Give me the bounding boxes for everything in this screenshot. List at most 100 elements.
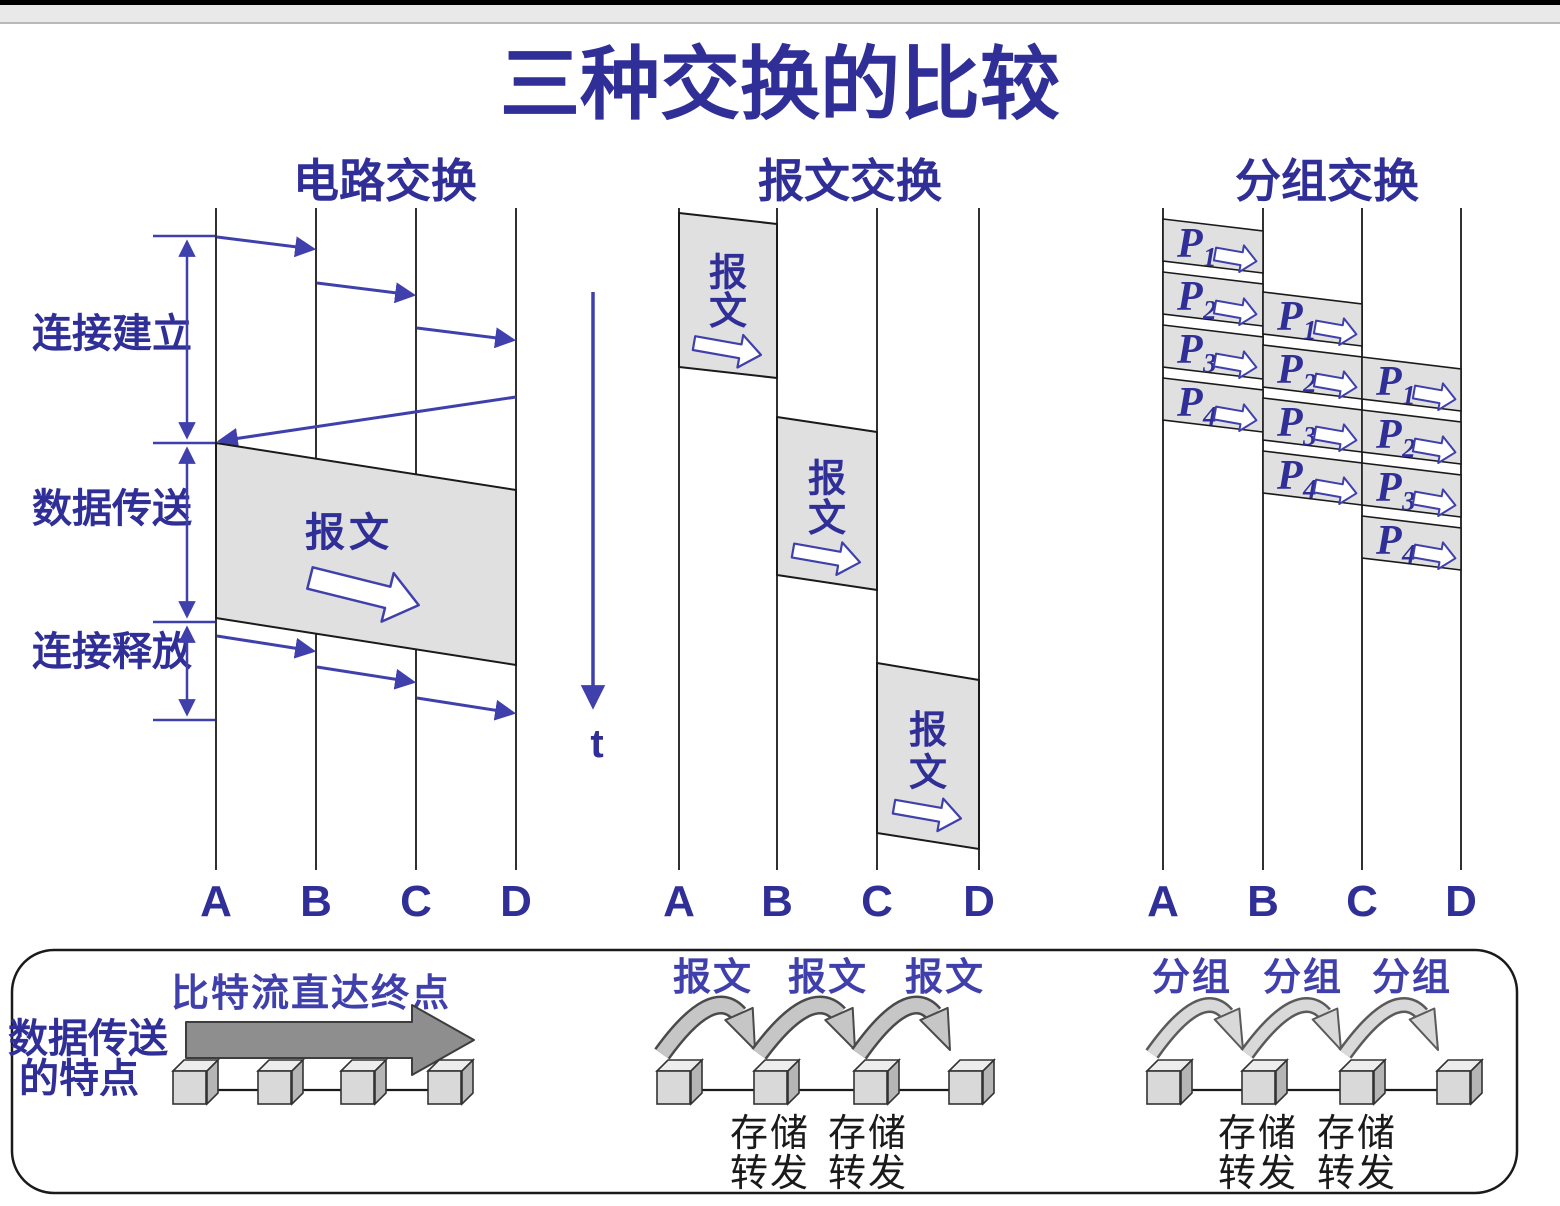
top-black-bar [0, 0, 1560, 5]
node-cube-side [1373, 1058, 1386, 1106]
store-forward-label-line1: 存储 [1317, 1113, 1397, 1155]
characteristics-panel [10, 948, 1519, 1195]
node-cube-side [461, 1058, 474, 1106]
packet-label-subscript: 4 [1202, 401, 1217, 431]
store-forward-label-line1: 存储 [1218, 1113, 1298, 1155]
packet-label: P [1176, 274, 1203, 320]
packet-label-subscript: 4 [1302, 474, 1317, 504]
hop-caption: 报文 [905, 957, 985, 999]
message-arrow-icon [306, 566, 420, 623]
store-forward-label-line2: 转发 [730, 1153, 810, 1195]
packet-arrow-icon [1212, 297, 1258, 326]
packet-label: P [1375, 518, 1402, 564]
packet-arrow-icon [1212, 244, 1258, 273]
node-cube-side [982, 1058, 995, 1106]
node-cube-side [690, 1058, 703, 1106]
node-label: A [200, 877, 232, 926]
hop-arrowhead-icon [1311, 1007, 1342, 1051]
packet-label: P [1375, 412, 1402, 458]
packet-label: P [1375, 465, 1402, 511]
node-cube-side [1470, 1058, 1483, 1106]
hop-arrow-icon [1147, 999, 1232, 1058]
hop-arrowhead-icon [1408, 1007, 1439, 1051]
node-cube [1436, 1070, 1471, 1105]
node-cube-side [1275, 1058, 1288, 1106]
packet-arrow-icon [1212, 403, 1258, 432]
signal-arrow [316, 281, 417, 304]
packet-label: P [1276, 294, 1303, 340]
circuit-message-label: 报文 [305, 511, 393, 555]
hop-caption: 报文 [788, 957, 868, 999]
node-label: C [861, 877, 893, 926]
node-label: D [1445, 877, 1477, 926]
node-cube-side [1180, 1058, 1193, 1106]
packet-arrow-icon [1312, 317, 1358, 346]
hop-arrowhead-icon [919, 1006, 951, 1051]
message-arrow-icon [691, 333, 763, 369]
node-label: D [963, 877, 995, 926]
node-label: B [1247, 877, 1279, 926]
packet-label-subscript: 3 [1302, 421, 1317, 451]
node-label: A [1147, 877, 1179, 926]
packet-label: P [1276, 400, 1303, 446]
packet-arrow-icon [1411, 541, 1457, 570]
node-label: B [300, 877, 332, 926]
circuit-data-parallelogram [215, 441, 517, 667]
node-label: B [761, 877, 793, 926]
circuit-caption: 比特流直达终点 [171, 973, 451, 1015]
packet-label-subscript: 2 [1302, 368, 1317, 398]
phase-label-setup: 连接建立 [32, 312, 192, 356]
node-label: D [500, 877, 532, 926]
message-block-label-char1: 报 [709, 252, 747, 294]
signal-arrow [416, 326, 517, 349]
page-title: 三种交换的比较 [500, 40, 1060, 129]
packet-label: P [1176, 380, 1203, 426]
packet-label-subscript: 1 [1402, 380, 1416, 410]
node-cube-side [887, 1058, 900, 1106]
store-forward-label-line2: 转发 [1218, 1153, 1298, 1195]
hop-arrow-icon [853, 998, 940, 1059]
node-label: C [1346, 877, 1378, 926]
packet-arrow-icon [1411, 435, 1457, 464]
message-block-label-char2: 文 [808, 498, 846, 540]
message-block-label-char2: 文 [909, 752, 947, 794]
store-forward-label-line1: 存储 [730, 1113, 810, 1155]
phase-label-release: 连接释放 [32, 630, 192, 674]
node-cube-side [374, 1058, 387, 1106]
signal-arrow [216, 634, 317, 659]
packet-arrow-icon [1312, 370, 1358, 399]
column-header-circuit: 电路交换 [293, 155, 477, 207]
hop-caption: 分组 [1263, 957, 1343, 999]
node-label: C [400, 877, 432, 926]
hop-arrowhead-icon [724, 1006, 756, 1051]
node-cube [1241, 1070, 1276, 1105]
packet-label-subscript: 2 [1202, 295, 1217, 325]
time-axis-label: t [590, 722, 603, 766]
hop-arrowhead-icon [824, 1006, 856, 1051]
hop-caption: 分组 [1372, 957, 1452, 999]
signal-arrow [216, 395, 517, 449]
bitstream-arrow-icon [185, 1004, 475, 1076]
packet-label-subscript: 1 [1203, 242, 1217, 272]
packet-arrow-icon [1312, 476, 1358, 505]
packet-label-subscript: 4 [1401, 539, 1416, 569]
node-cube-side [206, 1058, 219, 1106]
node-cube [257, 1070, 292, 1105]
packet-label-subscript: 2 [1401, 433, 1416, 463]
packet-label-subscript: 3 [1401, 486, 1416, 516]
message-block-label-char1: 报 [909, 710, 947, 752]
panel-row-label-line2: 的特点 [19, 1057, 139, 1101]
store-forward-label-line2: 转发 [1317, 1153, 1397, 1195]
phase-measurement [153, 234, 215, 722]
packet-arrow-icon [1411, 382, 1457, 411]
message-arrow-icon [891, 797, 963, 833]
node-cube [172, 1070, 207, 1105]
packet-label-subscript: 1 [1303, 315, 1317, 345]
message-block-label-char2: 文 [709, 291, 747, 333]
panel-row-label-line1: 数据传送 [8, 1017, 168, 1061]
node-cube [427, 1070, 462, 1105]
node-cube [340, 1070, 375, 1105]
